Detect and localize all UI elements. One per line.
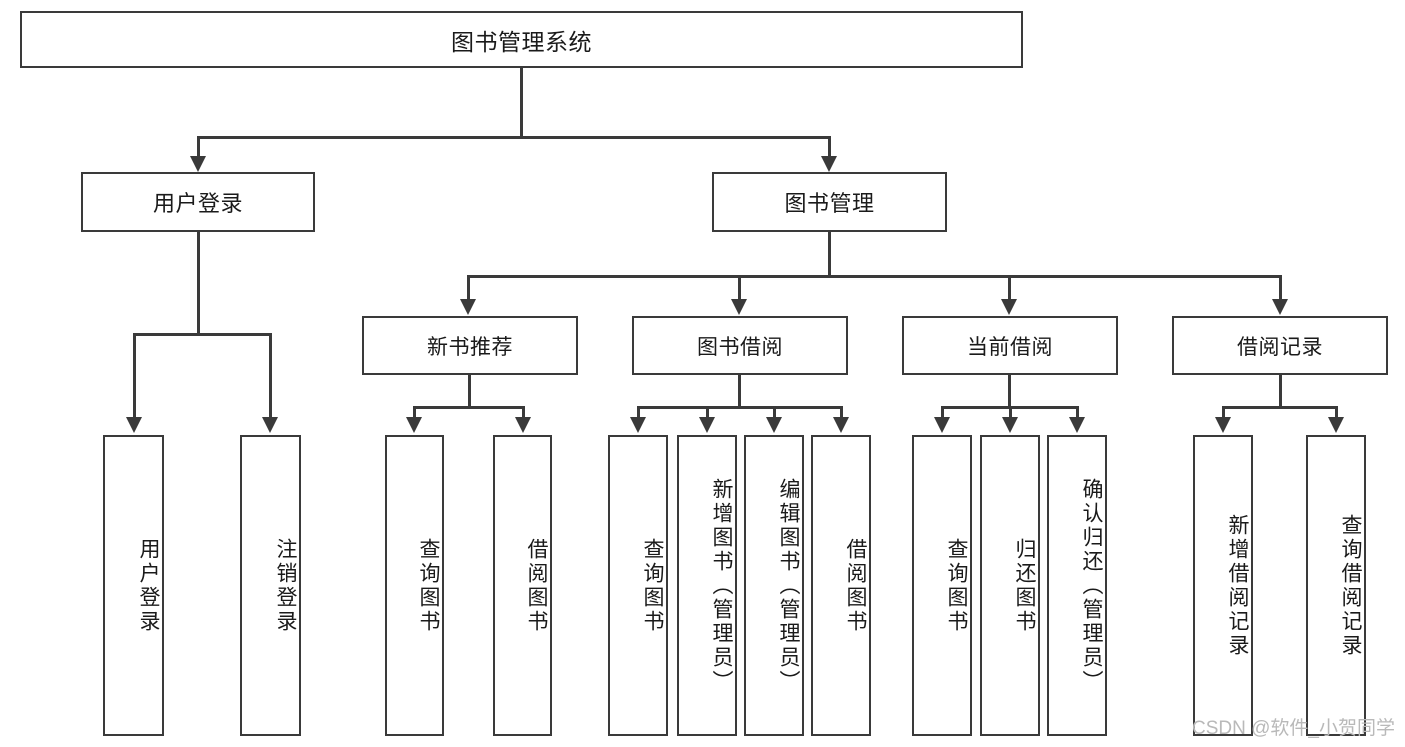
arrowhead-current-borrow-to-leaf-2 [1002, 417, 1018, 433]
arrowhead-user-login-to-leaf-1 [126, 417, 142, 433]
connector-root-stem [520, 68, 523, 136]
leaf-label: 新增借阅记录 [1226, 513, 1249, 658]
leaf-book-borrow-add-book-admin[interactable]: 新增图书（管理员） [677, 435, 737, 736]
arrowhead-bm-to-book-borrow [731, 299, 747, 315]
connector-book-borrow-to-leaf-1 [637, 406, 640, 419]
connector-bm-to-current-borrow [1008, 275, 1011, 301]
node-book-borrow[interactable]: 图书借阅 [632, 316, 848, 375]
leaf-new-book-query-book[interactable]: 查询图书 [385, 435, 444, 736]
connector-current-borrow-to-leaf-3 [1076, 406, 1079, 419]
connector-user-login-stem [197, 232, 200, 335]
csdn-watermark: CSDN @软件_小贺同学 [1192, 713, 1395, 740]
arrowhead-bm-to-new-book [460, 299, 476, 315]
connector-user-login-to-leaf-2 [269, 333, 272, 419]
leaf-label: 查询图书 [417, 537, 440, 634]
connector-bm-to-borrow-record [1279, 275, 1282, 301]
arrowhead-current-borrow-to-leaf-3 [1069, 417, 1085, 433]
arrowhead-current-borrow-to-leaf-1 [934, 417, 950, 433]
node-label: 当前借阅 [967, 335, 1053, 359]
leaf-book-borrow-borrow-book[interactable]: 借阅图书 [811, 435, 871, 736]
leaf-new-book-borrow-book[interactable]: 借阅图书 [493, 435, 552, 736]
connector-user-login-to-leaf-1 [133, 333, 136, 419]
connector-root-to-user-login [197, 136, 200, 158]
node-user-login[interactable]: 用户登录 [81, 172, 315, 232]
leaf-label: 注销登录 [274, 537, 297, 634]
connector-new-book-to-leaf-1 [413, 406, 416, 419]
connector-bm-to-book-borrow [738, 275, 741, 301]
arrowhead-root-to-book-management [821, 156, 837, 172]
node-label: 借阅记录 [1237, 335, 1323, 359]
watermark-text: CSDN @软件_小贺同学 [1192, 718, 1395, 739]
connector-borrow-record-bar [1222, 406, 1338, 409]
leaf-label: 新增图书（管理员） [710, 477, 733, 694]
node-label: 新书推荐 [427, 335, 513, 359]
leaf-label: 借阅图书 [525, 537, 548, 634]
leaf-book-borrow-edit-book-admin[interactable]: 编辑图书（管理员） [744, 435, 804, 736]
leaf-label: 归还图书 [1013, 537, 1036, 634]
connector-current-borrow-to-leaf-1 [941, 406, 944, 419]
leaf-label: 查询图书 [945, 537, 968, 634]
connector-borrow-record-to-leaf-1 [1222, 406, 1225, 419]
connector-user-login-bar [133, 333, 272, 336]
leaf-current-borrow-return-book[interactable]: 归还图书 [980, 435, 1040, 736]
node-current-borrow[interactable]: 当前借阅 [902, 316, 1118, 375]
connector-book-borrow-to-leaf-3 [773, 406, 776, 419]
connector-current-borrow-stem [1008, 375, 1011, 408]
leaf-label: 查询借阅记录 [1339, 513, 1362, 658]
node-book-management[interactable]: 图书管理 [712, 172, 947, 232]
leaf-label: 用户登录 [137, 537, 160, 634]
node-label: 图书借阅 [697, 335, 783, 359]
connector-book-borrow-to-leaf-4 [840, 406, 843, 419]
connector-new-book-to-leaf-2 [522, 406, 525, 419]
connector-root-bar [197, 136, 831, 139]
connector-borrow-record-stem [1279, 375, 1282, 408]
leaf-borrow-record-query-record[interactable]: 查询借阅记录 [1306, 435, 1366, 736]
node-label: 图书管理 [784, 191, 875, 216]
arrowhead-book-borrow-to-leaf-4 [833, 417, 849, 433]
connector-new-book-stem [468, 375, 471, 408]
node-root-book-management-system[interactable]: 图书管理系统 [20, 11, 1023, 68]
connector-book-borrow-to-leaf-2 [706, 406, 709, 419]
arrowhead-book-borrow-to-leaf-2 [699, 417, 715, 433]
node-label: 图书管理系统 [451, 28, 592, 55]
leaf-user-login-login[interactable]: 用户登录 [103, 435, 164, 736]
arrowhead-new-book-to-leaf-2 [515, 417, 531, 433]
arrowhead-borrow-record-to-leaf-1 [1215, 417, 1231, 433]
leaf-current-borrow-query-book[interactable]: 查询图书 [912, 435, 972, 736]
connector-book-borrow-stem [738, 375, 741, 408]
connector-root-to-book-management [828, 136, 831, 158]
node-new-book-recommend[interactable]: 新书推荐 [362, 316, 578, 375]
connector-current-borrow-to-leaf-2 [1009, 406, 1012, 419]
arrowhead-user-login-to-leaf-2 [262, 417, 278, 433]
connector-bm-to-new-book [467, 275, 470, 301]
leaf-label: 借阅图书 [844, 537, 867, 634]
connector-new-book-bar [413, 406, 525, 409]
leaf-user-login-logout[interactable]: 注销登录 [240, 435, 301, 736]
arrowhead-book-borrow-to-leaf-1 [630, 417, 646, 433]
arrowhead-new-book-to-leaf-1 [406, 417, 422, 433]
arrowhead-bm-to-current-borrow [1001, 299, 1017, 315]
leaf-label: 编辑图书（管理员） [777, 477, 800, 694]
connector-book-management-bar [467, 275, 1282, 278]
leaf-book-borrow-query-book[interactable]: 查询图书 [608, 435, 668, 736]
leaf-label: 确认归还（管理员） [1080, 477, 1103, 694]
leaf-current-borrow-confirm-return-admin[interactable]: 确认归还（管理员） [1047, 435, 1107, 736]
arrowhead-borrow-record-to-leaf-2 [1328, 417, 1344, 433]
arrowhead-book-borrow-to-leaf-3 [766, 417, 782, 433]
leaf-borrow-record-add-record[interactable]: 新增借阅记录 [1193, 435, 1253, 736]
node-borrow-record[interactable]: 借阅记录 [1172, 316, 1388, 375]
connector-borrow-record-to-leaf-2 [1335, 406, 1338, 419]
connector-book-borrow-bar [637, 406, 843, 409]
leaf-label: 查询图书 [641, 537, 664, 634]
arrowhead-root-to-user-login [190, 156, 206, 172]
connector-book-management-stem [828, 232, 831, 277]
arrowhead-bm-to-borrow-record [1272, 299, 1288, 315]
node-label: 用户登录 [152, 191, 243, 216]
